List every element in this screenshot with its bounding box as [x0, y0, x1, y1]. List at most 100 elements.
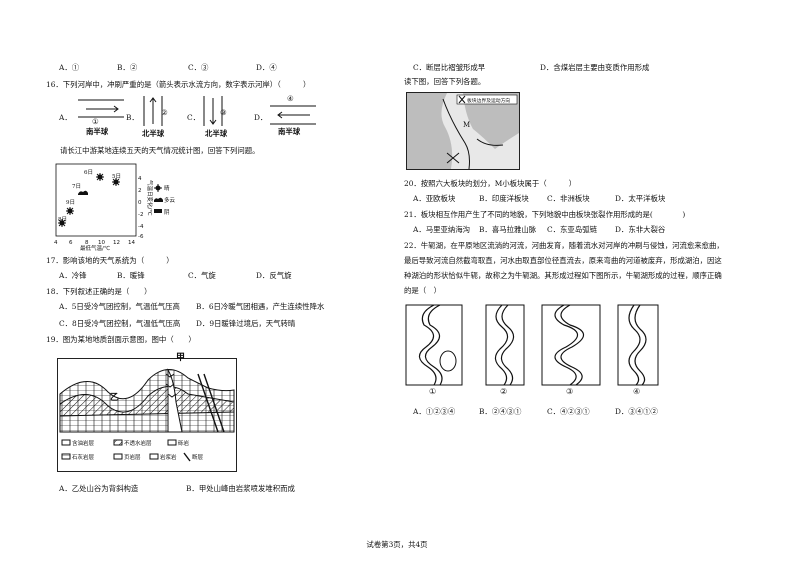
legend-label: 阴 [164, 208, 170, 216]
y-tick: 4 [138, 176, 142, 182]
geo-section-drawing: 甲 乙 含油岩层 不透水岩层 砾岩 石灰岩层 页岩层 岩浆岩 断层 [59, 352, 235, 462]
q18-opt-c: C．8日受冷气团控制，气温低气压高 [59, 319, 181, 328]
geo-legend-label: 砾岩 [178, 439, 190, 447]
cloud-icon [78, 190, 88, 195]
geo-legend-label: 不透水岩层 [124, 439, 152, 447]
legend-fault-swatch [183, 452, 191, 462]
y-tick: -6 [138, 234, 144, 240]
q16-opt-d: D． [254, 113, 268, 122]
day-label: 9日 [66, 199, 75, 206]
legend-shale-swatch [113, 453, 123, 460]
x-tick: 6 [69, 240, 73, 246]
q20-opt-c: C．非洲板块 [547, 194, 590, 203]
legend-overcast-icon [154, 209, 162, 213]
x-tick: 10 [98, 240, 105, 246]
y-tick: -2 [138, 212, 143, 218]
q16-hemi-4: 南半球 [278, 127, 301, 136]
q22-line-2: 最后导致河流自然截弯取直，河水由取直部位径直流去，原来弯曲的河道被废弃，形成湖泊… [404, 256, 722, 265]
map-legend: 板块边界及运动方向 [467, 97, 510, 104]
q16-diagram-4 [270, 105, 316, 125]
q16-diagram-2 [143, 96, 163, 126]
q22-opt-c: C．④②③① [547, 407, 590, 416]
oxbow-diagrams: ① ② ③ ④ [405, 304, 659, 396]
option-a: A．① [59, 63, 80, 72]
geo-legend-label: 岩浆岩 [160, 453, 177, 461]
legend-label: 晴 [164, 184, 170, 192]
y-tick: 0 [138, 200, 142, 206]
q19-stem: 19．图为某地地质剖面示意图，图中（ ） [46, 335, 196, 344]
q16-num-2: ② [161, 108, 168, 117]
q16-opt-b: B． [126, 113, 139, 122]
q22-line-1: 22．牛轭湖，在平原地区流淌的河流，河曲发育，随着流水对河岸的冲刷与侵蚀，河流愈… [404, 241, 724, 250]
y-tick: -4 [138, 224, 144, 230]
q16-diagram-1 [78, 99, 124, 118]
q17-opt-b: B．暖锋 [117, 271, 145, 280]
x-tick: 12 [113, 240, 120, 246]
day-label: 5日 [112, 173, 121, 180]
y-axis-label: 气温日变化/℃ [146, 180, 154, 216]
geo-legend-label: 石灰岩层 [72, 453, 95, 461]
weather-chart: 4 6 8 10 12 14 4 2 0 -2 -4 -6 最低气温/℃ 气温日… [54, 163, 176, 252]
q22-opt-a: A．①②③④ [413, 407, 456, 416]
oxbow-panel-4: ④ [617, 304, 659, 396]
q19-opt-a: A．乙处山谷为背斜构造 [59, 484, 139, 493]
q16-stem: 16．下列河岸中，冲刷严重的是（箭头表示水流方向，数字表示河岸）（ ） [46, 80, 311, 89]
oxbow-panel-2: ② [485, 304, 525, 396]
legend-cloud-icon [154, 197, 163, 202]
q21-opt-d: D．东非大裂谷 [615, 225, 666, 234]
sun-icon [96, 173, 104, 181]
intro-17: 请长江中游某地连续五天的天气情况统计图，回答下列问题。 [60, 146, 260, 155]
option-b: B．② [117, 63, 138, 72]
q20-opt-a: A．亚欧板块 [413, 194, 456, 203]
q17-opt-d: D．反气旋 [256, 271, 292, 280]
geo-legend-label: 页岩层 [124, 453, 141, 461]
q18-opt-d: D．9日暖锋过境后，天气转晴 [196, 319, 296, 328]
sun-icon [66, 207, 74, 215]
x-tick: 14 [128, 240, 135, 246]
q16-opt-c: C． [187, 113, 201, 122]
q17-opt-a: A．冷锋 [59, 271, 87, 280]
q22-line-3: 种湖泊的形状恰似牛轭，故称之为牛轭湖。其形成过程如下图所示，牛轭湖形成的过程，顺… [404, 271, 722, 280]
q21-opt-a: A．马里亚纳海沟 [413, 225, 471, 234]
legend-limestone-swatch [61, 453, 71, 460]
q16-num-3: ③ [220, 108, 227, 117]
q22-opt-d: D．③④①② [615, 407, 658, 416]
q16-hemi-2: 北半球 [142, 129, 165, 138]
q16-hemi-3: 北半球 [205, 129, 228, 138]
x-axis-label: 最低气温/℃ [80, 244, 110, 252]
q18-opt-b: B．6日冷暖气团相遇，产生连续性降水 [196, 302, 325, 311]
legend-conglomerate-swatch [167, 439, 177, 446]
q20-opt-b: B．印度洋板块 [479, 194, 529, 203]
q17-stem: 17．影响该地的天气系统为（ ） [46, 256, 174, 265]
plate-map-drawing: 板块边界及运动方向 M [407, 93, 519, 170]
oxbow-num: ③ [566, 387, 573, 396]
x-tick: 8 [85, 240, 89, 246]
geo-legend-label: 含油岩层 [72, 439, 95, 447]
day-label: 7日 [72, 183, 81, 190]
q20-opt-d: D．太平洋板块 [615, 194, 666, 203]
q18-opt-a: A．5日受冷气团控制，气温低气压高 [59, 302, 180, 311]
oxbow-num: ① [429, 387, 436, 396]
x-tick: 4 [54, 240, 58, 246]
legend-label: 多云 [164, 196, 176, 204]
intro-20: 读下图，回答下列各题。 [404, 77, 486, 86]
q19-opt-d: D．含煤岩层主要由变质作用形成 [540, 63, 650, 72]
option-c: C．③ [188, 63, 209, 72]
q17-opt-c: C．气旋 [188, 271, 216, 280]
sun-icon [58, 219, 66, 227]
page-footer: 试卷第3页，共4页 [366, 540, 428, 549]
oxbow-panel-1: ① [405, 304, 463, 396]
map-label-m: M [463, 121, 470, 129]
q21-opt-c: C．东亚岛弧链 [547, 225, 597, 234]
q22-line-4: 的是（ ） [404, 286, 441, 295]
q19-opt-c: C．断层比褶皱形成早 [413, 63, 486, 72]
label-jia: 甲 [176, 352, 185, 363]
q21-stem: 21．板块相互作用产生了不同的地貌，下列地貌中由板块张裂作用形成的是( ) [404, 210, 686, 219]
legend-impermeable-swatch [113, 439, 123, 446]
q19-opt-b: B．甲处山峰由岩浆喷发堆积而成 [186, 484, 295, 493]
q16-num-4: ④ [287, 94, 294, 103]
q16-opt-a: A． [59, 113, 72, 122]
label-yi: 乙 [110, 392, 119, 403]
oxbow-panel-3: ③ [541, 304, 601, 396]
q16-hemi-1: 南半球 [86, 127, 109, 136]
